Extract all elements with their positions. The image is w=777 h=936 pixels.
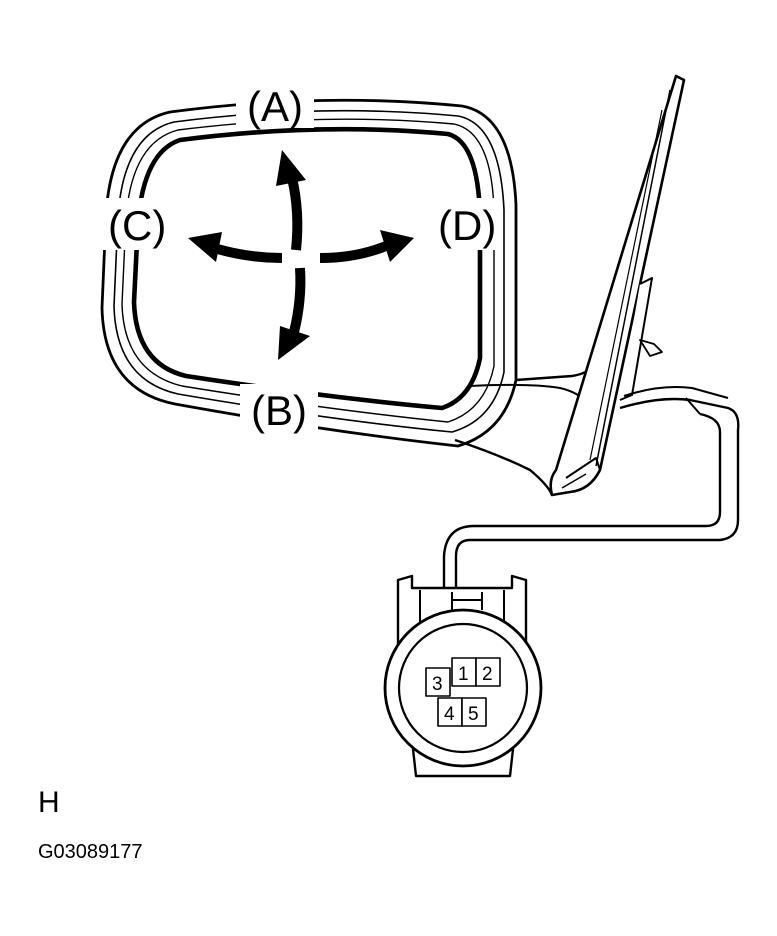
pin-4 — [437, 697, 463, 727]
pin-5-label: 5 — [468, 704, 479, 725]
arrow-down-icon — [289, 267, 306, 334]
arrow-up-icon — [287, 176, 303, 251]
pin-2-label: 2 — [482, 664, 493, 685]
pin-3-label: 3 — [432, 674, 443, 695]
arrow-left-icon — [212, 243, 283, 263]
pin-4-label: 4 — [444, 704, 455, 725]
direction-label-a: (A) — [247, 83, 303, 130]
pin-1 — [451, 657, 477, 687]
arrow-right-icon — [319, 241, 388, 263]
direction-label-c: (C) — [108, 202, 166, 249]
pin-2 — [475, 657, 501, 687]
label-backgrounds — [94, 82, 500, 432]
figure-code: G03089177 — [38, 841, 143, 863]
mirror-glass — [100, 98, 518, 448]
pin-3 — [425, 667, 451, 697]
adjustment-arrows — [188, 150, 414, 360]
direction-label-b: (B) — [251, 387, 307, 434]
direction-label-d: (D) — [438, 202, 496, 249]
mirror-housing — [454, 74, 686, 497]
connector — [383, 574, 543, 778]
view-letter: H — [38, 786, 60, 819]
pin-5 — [461, 697, 487, 727]
pin-1-label: 1 — [458, 664, 469, 685]
wire-harness — [442, 386, 740, 588]
